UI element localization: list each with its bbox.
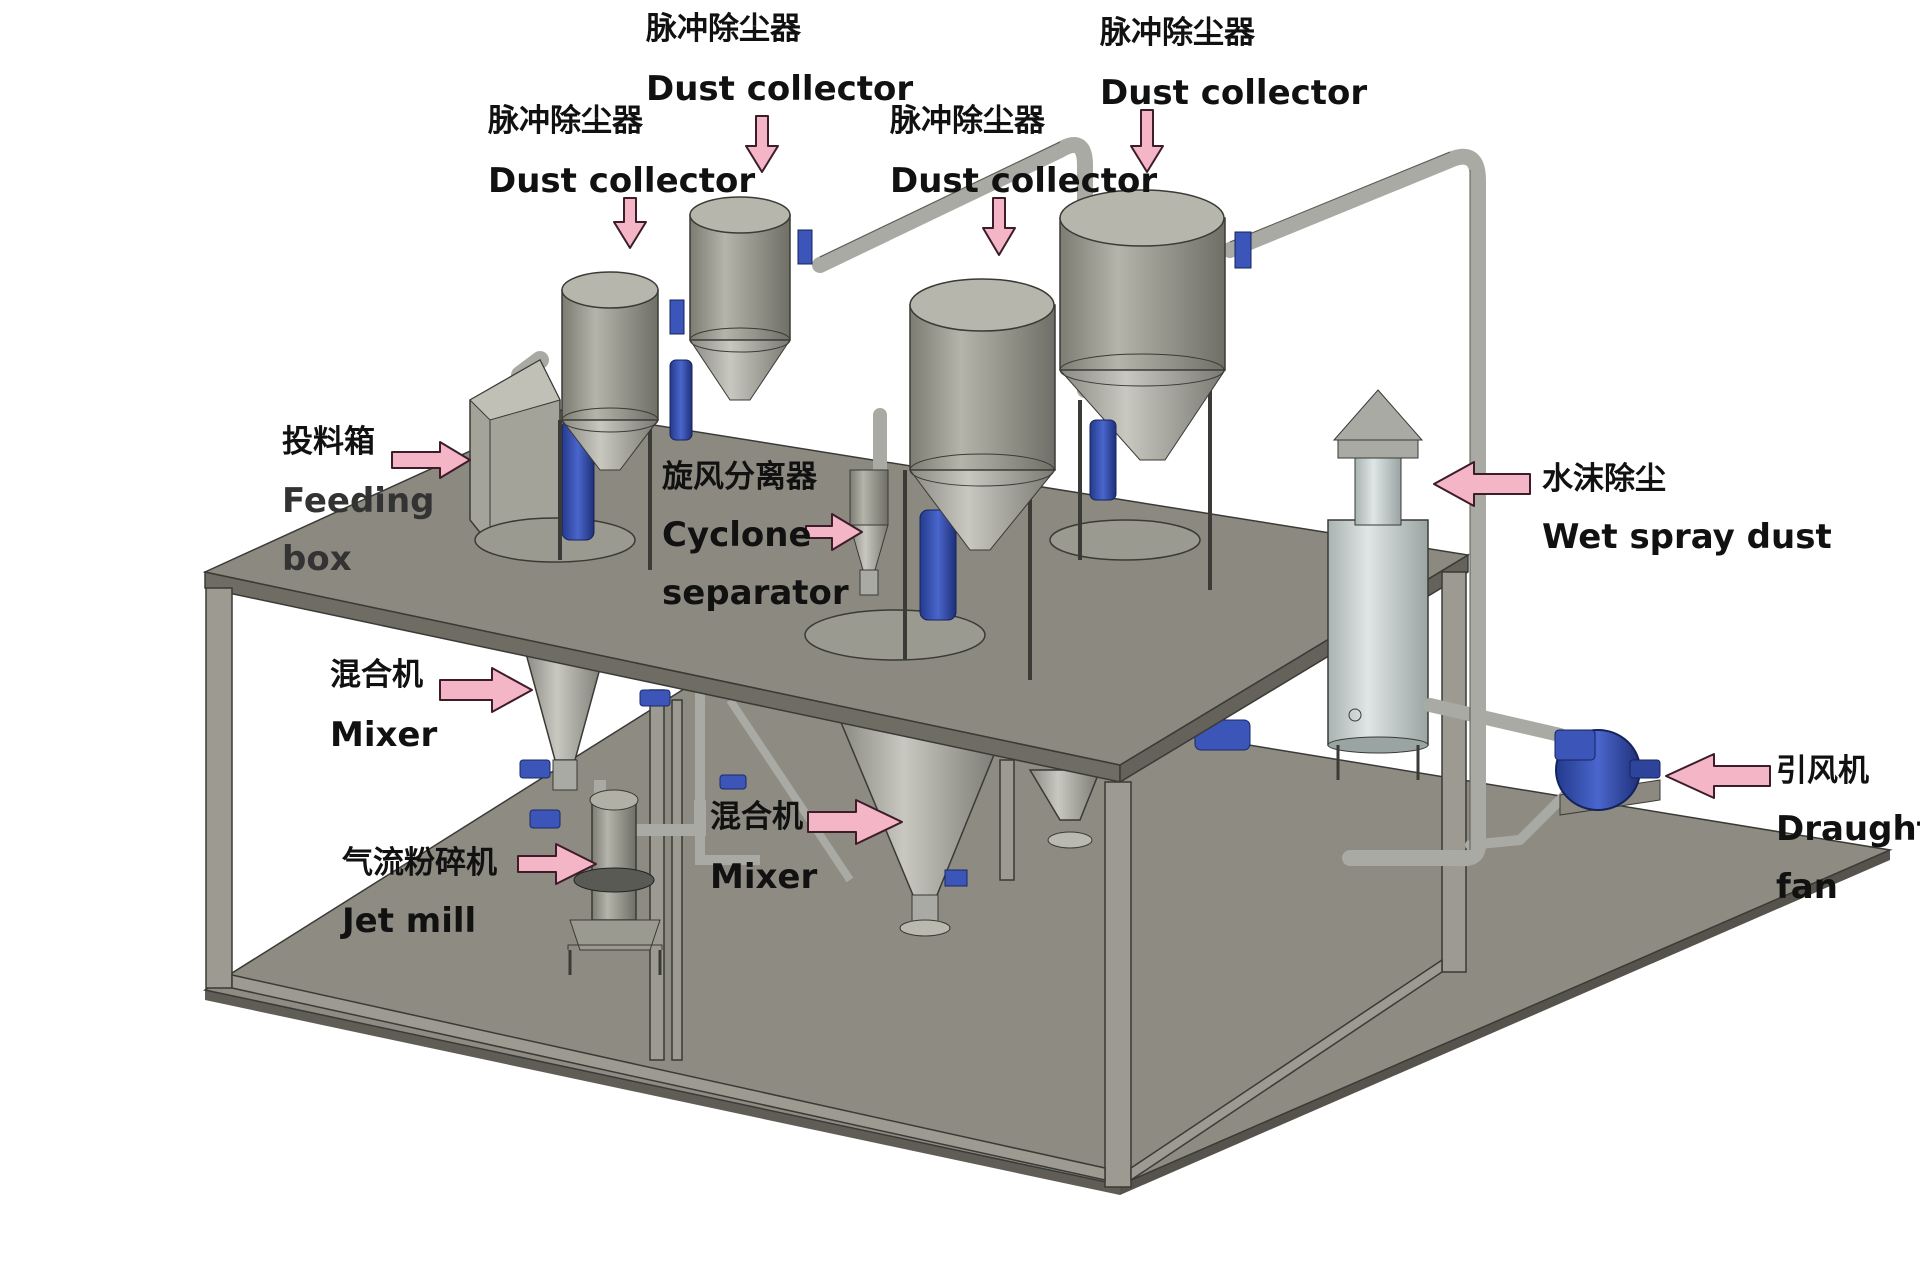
dust-collector-1-zh-label: 脉冲除尘器 [488, 103, 643, 139]
pointer-arrow-icon [982, 197, 1016, 256]
dust-collector-unit-4 [1049, 189, 1252, 590]
pointer-arrow-icon [1130, 109, 1164, 173]
mixer-1-zh-label: 混合机 [330, 657, 423, 693]
cyclone-separator [849, 469, 889, 596]
feeding-box-en-label-line2: box [282, 539, 352, 579]
draught-fan [1554, 729, 1661, 816]
dust-collector-3-en-label: Dust collector [890, 161, 1158, 201]
mixer-2-zh-label: 混合机 [710, 799, 803, 835]
dust-collector-2-en-label: Dust collector [646, 69, 914, 109]
jet-mill-en-label: Jet mill [342, 901, 477, 941]
pointer-arrow-icon [439, 667, 533, 713]
duct-pipe-edges [819, 141, 1471, 850]
dust-collector-unit-3 [804, 278, 1085, 680]
pointer-arrow-icon [805, 513, 863, 551]
mixer-2-en-label: Mixer [710, 857, 818, 897]
dust-collector-3-zh-label: 脉冲除尘器 [890, 103, 1045, 139]
draught-fan-zh-label: 引风机 [1776, 753, 1869, 789]
wet-spray-dust-zh-label: 水沫除尘 [1542, 461, 1666, 497]
cyclone-separator-en-label-line2: separator [662, 573, 849, 613]
draught-fan-en-label-line2: fan [1776, 867, 1838, 907]
dust-collector-2-zh-label: 脉冲除尘器 [646, 11, 801, 47]
wet-spray-dust-en-label: Wet spray dust [1542, 517, 1832, 557]
pointer-arrow-icon [517, 843, 597, 885]
feeding-box [469, 358, 561, 546]
front-frame [205, 571, 1467, 1188]
feeding-box-en-label-line1: Feeding [282, 481, 435, 521]
dust-collector-unit-2 [669, 196, 813, 441]
cyclone-separator-zh-label: 旋风分离器 [662, 459, 817, 495]
lower-equipment [519, 649, 1251, 975]
pointer-arrow-icon [745, 115, 779, 173]
pointer-arrows [391, 109, 1771, 885]
cyclone-separator-en-label-line1: Cyclone [662, 515, 812, 555]
pointer-arrow-icon [1665, 753, 1771, 799]
cone-cap-icon [1332, 389, 1424, 441]
draught-fan-en-label-line1: Draught [1776, 809, 1920, 849]
dust-collector-4-zh-label: 脉冲除尘器 [1100, 15, 1255, 51]
pointer-arrow-icon [391, 441, 471, 479]
dust-collector-4-en-label: Dust collector [1100, 73, 1368, 113]
wet-spray-tower [1327, 389, 1429, 780]
pointer-arrow-icon [613, 197, 647, 249]
pointer-arrow-icon [1433, 461, 1531, 507]
dust-collector-1-en-label: Dust collector [488, 161, 756, 201]
dust-collector-unit-1 [474, 271, 685, 570]
feeding-box-zh-label: 投料箱 [282, 424, 375, 460]
pointer-arrow-icon [807, 799, 903, 845]
jet-mill-zh-label: 气流粉碎机 [342, 845, 497, 881]
mixer-1-en-label: Mixer [330, 715, 438, 755]
